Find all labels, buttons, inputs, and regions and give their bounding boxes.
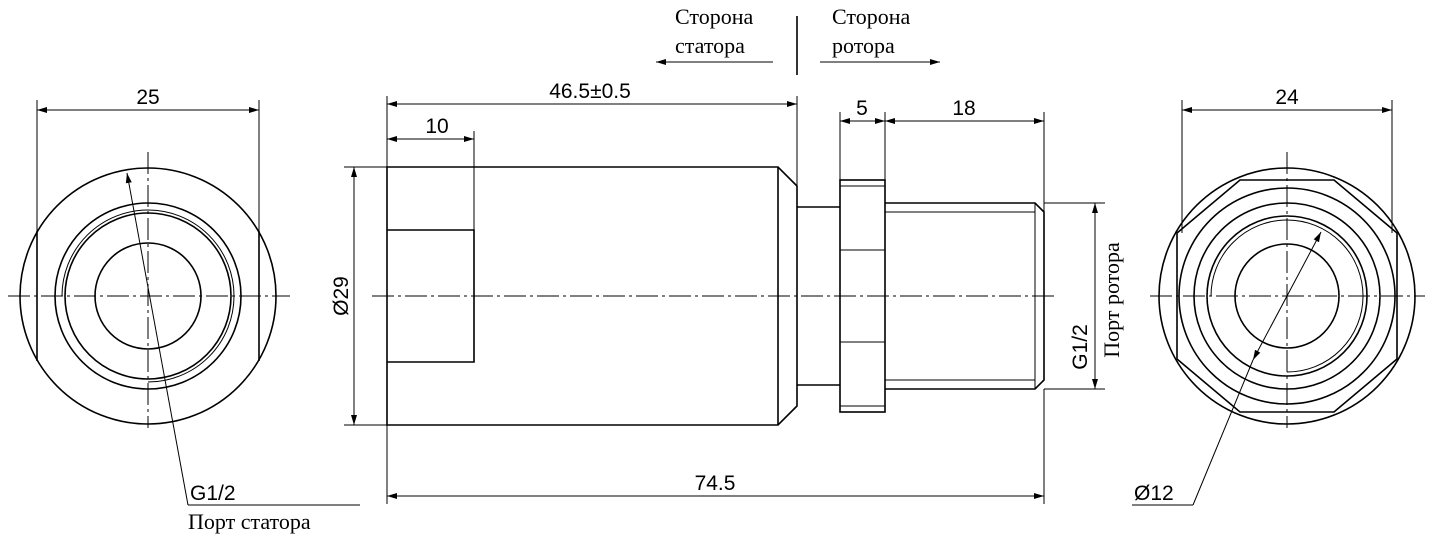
- stator-side-line1: Сторона: [675, 4, 753, 29]
- dim-74-label: 74.5: [695, 472, 736, 495]
- hex-nut: [1176, 179, 1398, 413]
- thread-label-left: G1/2: [190, 482, 236, 505]
- nut-edges: [840, 185, 885, 407]
- leader-d12-ext: [1192, 359, 1254, 506]
- leader-g12-left: [125, 172, 189, 506]
- leader-d12: [1252, 231, 1322, 361]
- neck: [797, 206, 840, 386]
- side-view: Сторона статора Сторона ротора 46.5±0.5 …: [330, 4, 1124, 504]
- left-end-view: G1/2 Порт статора 25: [8, 86, 360, 534]
- rotor-port-label: Порт ротора: [1099, 242, 1124, 358]
- dim-5-label: 5: [856, 97, 868, 120]
- thread-arc: [61, 209, 235, 383]
- dim-10-label: 10: [425, 115, 448, 138]
- thread-arc: [1210, 219, 1364, 373]
- dim-18-label: 18: [952, 97, 975, 120]
- dim-46-label: 46.5±0.5: [549, 80, 631, 103]
- thread-label-right: G1/2: [1069, 324, 1092, 370]
- dim-29-label: Ø29: [330, 276, 353, 316]
- stator-side-line2: статора: [675, 33, 745, 58]
- rotor-side-line2: ротора: [832, 33, 895, 58]
- dim-12-label: Ø12: [1134, 482, 1174, 505]
- stator-port-label: Порт статора: [188, 509, 311, 534]
- dim-24-label: 24: [1275, 86, 1299, 109]
- dim-25-label: 25: [136, 86, 159, 109]
- right-end-view: Ø12 24: [1132, 86, 1425, 506]
- rotor-side-line1: Сторона: [832, 4, 910, 29]
